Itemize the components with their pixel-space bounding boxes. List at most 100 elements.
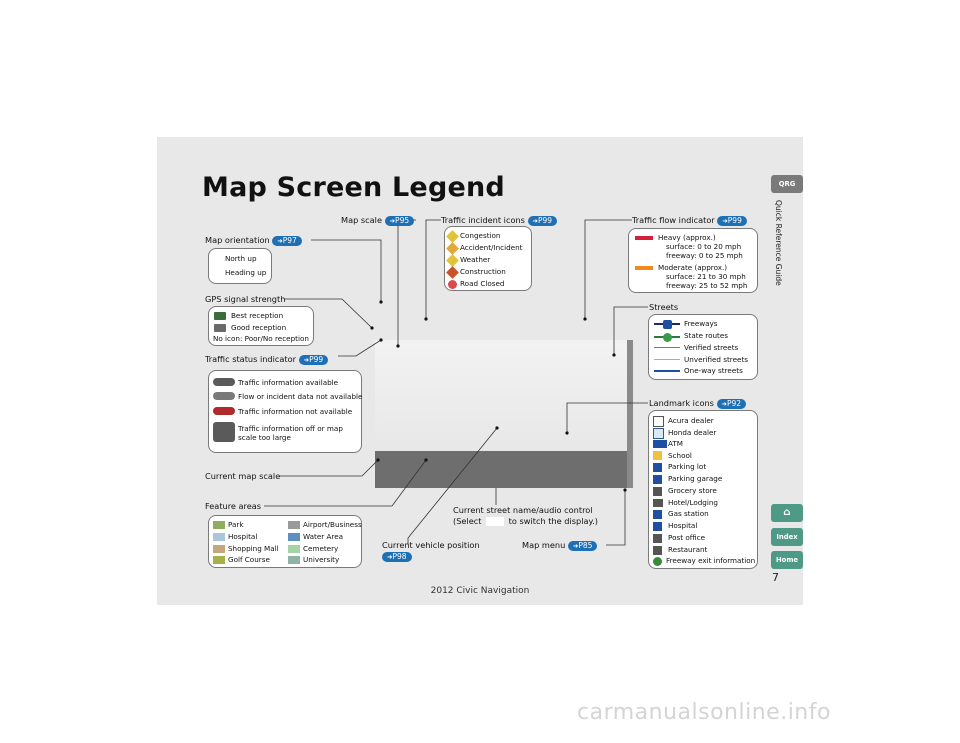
restaurant-icon (653, 546, 662, 555)
incident-item: Accident/Incident (460, 243, 523, 252)
traffic-status-item: Traffic information off or map (238, 424, 343, 433)
parking-garage-icon (653, 475, 662, 484)
incident-item: Congestion (460, 231, 501, 240)
incident-item: Road Closed (460, 279, 505, 288)
vehicle-position-label: Current vehicle position (382, 540, 480, 550)
landmark-ref-link[interactable]: ➜P92 (716, 398, 747, 409)
map-menu-ref-link[interactable]: ➜P85 (567, 540, 598, 551)
traffic-status-box: Traffic information available Flow or in… (208, 370, 362, 453)
map-scale-callout: Map scale ➜P95 (341, 215, 415, 226)
freeway-exit-icon (653, 557, 662, 566)
weather-icon (446, 254, 459, 267)
feature-area-item: Park (228, 520, 244, 529)
atm-icon (653, 440, 667, 448)
traffic-available-icon (213, 378, 235, 386)
traffic-status-item: Traffic information not available (238, 407, 353, 416)
current-map-scale-label: Current map scale (205, 471, 281, 481)
gps-best-icon (214, 312, 226, 320)
landmark-callout: Landmark icons ➜P92 (649, 398, 747, 409)
map-right-bar (627, 340, 633, 488)
flow-heavy-title: Heavy (approx.) (658, 233, 716, 242)
traffic-status-ref-link[interactable]: ➜P99 (298, 354, 329, 365)
flow-heavy-freeway: freeway: 0 to 25 mph (666, 251, 743, 260)
watermark: carmanualsonline.info (577, 700, 831, 725)
street-item: Freeways (684, 319, 718, 328)
tab-qrg[interactable]: QRG (771, 175, 803, 193)
feature-area-item: University (303, 555, 340, 564)
flow-moderate-title: Moderate (approx.) (658, 263, 728, 272)
hotel-icon (653, 499, 663, 507)
landmark-box: Acura dealer Honda dealer ATM School Par… (648, 410, 758, 569)
traffic-unavailable-icon (213, 407, 235, 415)
school-icon (653, 451, 662, 460)
one-way-street-line (654, 370, 680, 372)
street-item: Verified streets (684, 343, 739, 352)
street-item: State routes (684, 331, 729, 340)
traffic-status-callout: Traffic status indicator ➜P99 (205, 354, 329, 365)
airport-swatch (288, 521, 300, 529)
feature-areas-box: Park Airport/Business Hospital Water Are… (208, 515, 362, 568)
home-icon: ⌂ (783, 507, 791, 518)
map-orientation-label: Map orientation (205, 235, 270, 245)
vehicle-position-callout: Current vehicle position ➜P98 (382, 540, 480, 562)
tab-home-shortcut[interactable]: ⌂ (771, 504, 803, 522)
freeway-shield-icon (663, 320, 672, 329)
feature-area-item: Airport/Business (303, 520, 362, 529)
feature-area-item: Water Area (303, 532, 344, 541)
feature-area-item: Cemetery (303, 544, 339, 553)
page-title: Map Screen Legend (202, 172, 505, 203)
park-swatch (213, 521, 225, 529)
map-scale-ref-link[interactable]: ➜P95 (384, 215, 415, 226)
streets-box: Freeways State routes Verified streets U… (648, 314, 758, 380)
traffic-incident-ref-link[interactable]: ➜P99 (527, 215, 558, 226)
footer: 2012 Civic Navigation (430, 586, 530, 596)
grocery-store-icon (653, 487, 662, 496)
landmark-item: Grocery store (668, 486, 717, 495)
flow-moderate-freeway: freeway: 25 to 52 mph (666, 281, 748, 290)
feature-area-item: Hospital (228, 532, 258, 541)
construction-icon (446, 266, 459, 279)
side-section-title: Quick Reference Guide (774, 200, 783, 286)
traffic-status-label: Traffic status indicator (205, 354, 297, 364)
map-orientation-ref-link[interactable]: ➜P97 (272, 235, 302, 246)
tab-index[interactable]: Index (771, 528, 803, 546)
traffic-flow-label: Traffic flow indicator (632, 215, 715, 225)
gps-signal-box: Best reception Good reception No icon: P… (208, 306, 314, 346)
state-route-shield-icon (663, 333, 672, 342)
traffic-partial-icon (213, 392, 235, 400)
map-menu-callout: Map menu ➜P85 (522, 540, 598, 551)
landmark-item: Parking lot (668, 462, 707, 471)
traffic-flow-ref-link[interactable]: ➜P99 (717, 215, 747, 226)
landmark-label: Landmark icons (649, 398, 714, 408)
golf-swatch (213, 556, 225, 564)
unverified-street-line (654, 359, 680, 360)
gps-signal-label: GPS signal strength (205, 294, 286, 304)
gas-station-icon (653, 510, 662, 519)
svg-text:Quick Reference Guide: Quick Reference Guide (774, 200, 783, 286)
select-button-placeholder (486, 517, 505, 526)
current-street-line2: (Select to switch the display.) (453, 516, 598, 526)
traffic-incident-callout: Traffic incident icons ➜P99 (441, 215, 558, 226)
feature-areas-label: Feature areas (205, 501, 262, 511)
incident-item: Construction (460, 267, 506, 276)
verified-street-line (654, 347, 680, 348)
orientation-item: North up (225, 254, 257, 263)
landmark-item: Freeway exit information (666, 556, 756, 565)
gps-item: Best reception (231, 311, 284, 320)
hospital-icon (653, 522, 662, 531)
landmark-item: Honda dealer (668, 428, 717, 437)
vehicle-position-ref-link[interactable]: ➜P98 (382, 551, 412, 562)
feature-area-item: Golf Course (228, 555, 270, 564)
traffic-flow-callout: Traffic flow indicator ➜P99 (632, 215, 747, 226)
map-bottom-bar (375, 451, 633, 488)
heavy-flow-swatch (635, 236, 653, 240)
tab-home[interactable]: Home (771, 551, 803, 569)
traffic-incident-box: Congestion Accident/Incident Weather Con… (444, 226, 532, 291)
landmark-item: Acura dealer (668, 416, 714, 425)
landmark-item: Parking garage (668, 474, 723, 483)
parking-lot-icon (653, 463, 662, 472)
page-number: 7 (772, 571, 779, 584)
accident-icon (446, 242, 459, 255)
landmark-item: Post office (668, 533, 706, 542)
